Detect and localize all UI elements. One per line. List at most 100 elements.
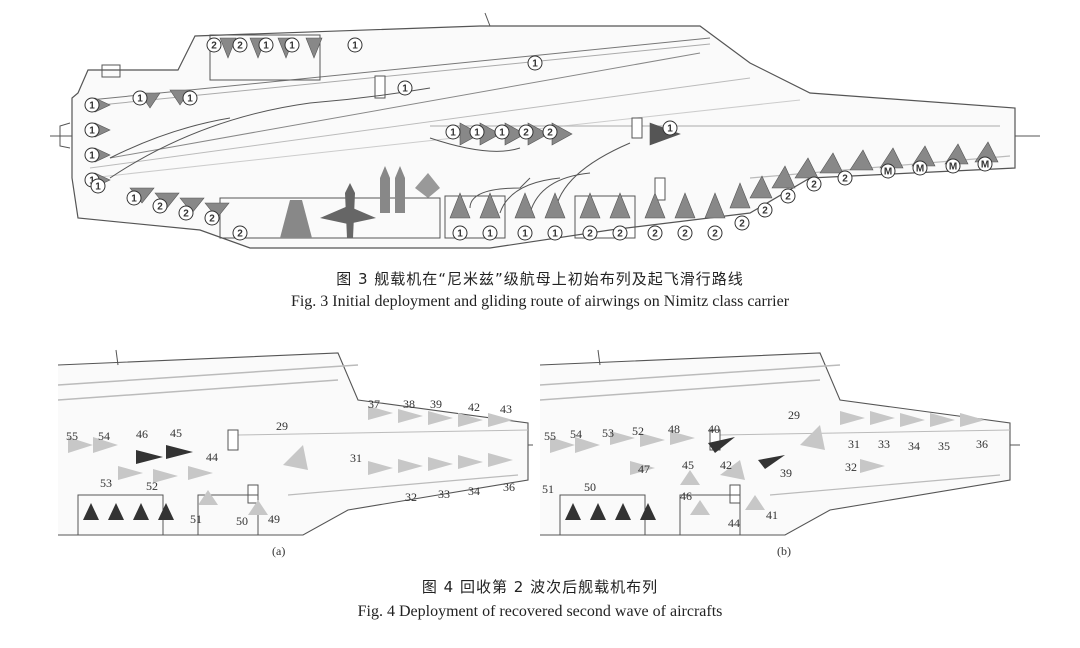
aircraft-badge: 2 (612, 225, 628, 241)
aircraft-badge: 2 (178, 205, 194, 221)
svg-text:2: 2 (183, 209, 189, 220)
aircraft-badge: 1 (84, 147, 100, 163)
aircraft-number-label: 53 (100, 476, 112, 490)
aircraft-badge: 1 (347, 37, 363, 53)
svg-text:1: 1 (499, 128, 505, 139)
fig3-deck-outline (71, 25, 1016, 249)
aircraft-badge: 2 (152, 198, 168, 214)
aircraft-number-label: 45 (170, 426, 182, 440)
aircraft-badge: 1 (132, 90, 148, 106)
aircraft-badge: M (912, 160, 928, 176)
svg-text:M: M (884, 167, 892, 178)
aircraft-badge: 2 (232, 37, 248, 53)
aircraft-badge: 1 (84, 122, 100, 138)
svg-text:1: 1 (457, 229, 463, 240)
aircraft-number-label: 52 (632, 424, 644, 438)
aircraft-badge: M (945, 158, 961, 174)
aircraft-number-label: 52 (146, 479, 158, 493)
svg-text:1: 1 (89, 151, 95, 162)
aircraft-number-label: 35 (938, 439, 950, 453)
svg-text:M: M (981, 160, 989, 171)
aircraft-badge: 1 (547, 225, 563, 241)
svg-text:2: 2 (785, 192, 791, 203)
aircraft-number-label: 48 (668, 422, 680, 436)
aircraft-number-label: 51 (190, 512, 202, 526)
aircraft-badge: 1 (452, 225, 468, 241)
svg-text:2: 2 (523, 128, 529, 139)
svg-text:1: 1 (402, 84, 408, 95)
aircraft-number-label: 31 (350, 451, 362, 465)
aircraft-number-label: 44 (206, 450, 218, 464)
svg-text:1: 1 (522, 229, 528, 240)
aircraft-number-label: 40 (708, 422, 720, 436)
aircraft-badge: 2 (677, 225, 693, 241)
svg-text:2: 2 (587, 229, 593, 240)
aircraft-badge: 2 (837, 170, 853, 186)
aircraft-number-label: 29 (788, 408, 800, 422)
aircraft-number-label: 42 (468, 400, 480, 414)
aircraft-number-label: 36 (503, 480, 515, 494)
svg-text:1: 1 (89, 176, 95, 187)
fig4a-label: (a) (272, 544, 286, 558)
aircraft-badge: 2 (582, 225, 598, 241)
aircraft-number-label: 54 (98, 429, 110, 443)
aircraft-badge: 2 (806, 176, 822, 192)
aircraft-number-label: 51 (542, 482, 554, 496)
aircraft-badge: 1 (90, 178, 106, 194)
aircraft-badge: 1 (527, 55, 543, 71)
aircraft-number-label: 33 (878, 437, 890, 451)
svg-text:1: 1 (289, 41, 295, 52)
svg-text:1: 1 (532, 59, 538, 70)
aircraft-badge: 1 (397, 80, 413, 96)
fig3-caption-cn: 图 3 舰载机在“尼米兹”级航母上初始布列及起飞滑行路线 (336, 270, 744, 288)
svg-text:1: 1 (263, 41, 269, 52)
aircraft-number-label: 50 (584, 480, 596, 494)
aircraft-number-label: 32 (845, 460, 857, 474)
svg-text:2: 2 (811, 180, 817, 191)
aircraft-number-label: 46 (680, 489, 692, 503)
fig3-caption-en: Fig. 3 Initial deployment and gliding ro… (290, 293, 790, 310)
aircraft-number-label: 41 (766, 508, 778, 522)
svg-text:M: M (916, 164, 924, 175)
aircraft-badge: 2 (707, 225, 723, 241)
aircraft-badge: 2 (206, 37, 222, 53)
svg-text:1: 1 (450, 128, 456, 139)
aircraft-badge: 1 (258, 37, 274, 53)
aircraft-badge: 1 (182, 90, 198, 106)
svg-text:1: 1 (474, 128, 480, 139)
aircraft-number-label: 54 (570, 427, 582, 441)
aircraft-badge: 1 (126, 190, 142, 206)
aircraft-badge: 2 (780, 188, 796, 204)
svg-text:1: 1 (89, 101, 95, 112)
fig4-caption-cn: 图 4 回收第 2 波次后舰载机布列 (421, 578, 659, 596)
svg-text:1: 1 (487, 229, 493, 240)
aircraft-number-label: 49 (268, 512, 280, 526)
aircraft-badge: 1 (284, 37, 300, 53)
aircraft-badge: M (880, 163, 896, 179)
aircraft-badge: M (977, 156, 993, 172)
aircraft-number-label: 34 (908, 439, 920, 453)
aircraft-number-label: 38 (403, 397, 415, 411)
svg-text:2: 2 (842, 174, 848, 185)
aircraft-number-label: 37 (368, 397, 380, 411)
aircraft-badge: 2 (232, 225, 248, 241)
aircraft-number-label: 36 (976, 437, 988, 451)
fig4b-label: (b) (777, 544, 791, 558)
aircraft-number-label: 47 (638, 462, 650, 476)
svg-text:1: 1 (95, 182, 101, 193)
svg-text:2: 2 (157, 202, 163, 213)
aircraft-number-label: 31 (848, 437, 860, 451)
aircraft-badge: 1 (469, 124, 485, 140)
aircraft-number-label: 42 (720, 458, 732, 472)
aircraft-number-label: 50 (236, 514, 248, 528)
aircraft-number-label: 45 (682, 458, 694, 472)
svg-text:2: 2 (712, 229, 718, 240)
svg-text:2: 2 (682, 229, 688, 240)
svg-text:2: 2 (652, 229, 658, 240)
svg-text:2: 2 (739, 219, 745, 230)
